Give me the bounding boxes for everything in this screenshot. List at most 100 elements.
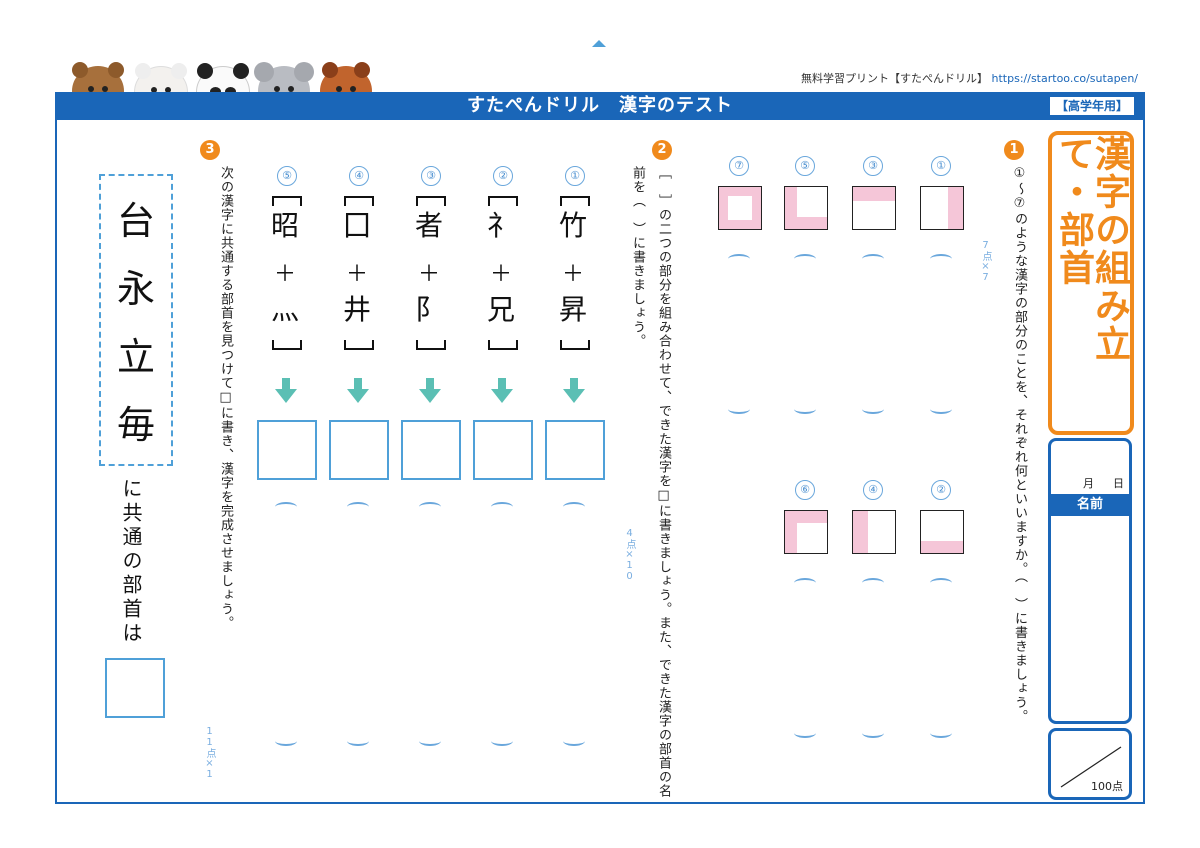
q1-item-6-diagram [784, 510, 828, 554]
q1-item-7-answer-open[interactable] [728, 254, 750, 264]
q2-item-3-part-a: 者 [414, 209, 443, 242]
q2-item-1-radical-open[interactable] [563, 502, 585, 512]
q1-item-5-answer-close [794, 404, 816, 414]
q3-kanji-4: 毎 [116, 403, 155, 447]
q1-item-3-number: ③ [863, 156, 883, 176]
q1-points: 7点×7 [980, 240, 991, 283]
q2-item-5-answer-box[interactable] [257, 420, 317, 480]
q2-item-5-part-b: 灬 [270, 293, 299, 326]
q1-item-3-answer-open[interactable] [862, 254, 884, 264]
q2-item-3-bracket-open [416, 196, 446, 206]
q3-number: 3 [200, 140, 220, 160]
score-box[interactable]: 100点 [1048, 728, 1132, 800]
q3-answer-box[interactable] [105, 658, 165, 718]
q2-item-2-radical-close [491, 736, 513, 746]
q2-item-3-number: ③ [421, 166, 441, 186]
q1-item-2-answer-open[interactable] [930, 578, 952, 588]
q2-item-3-radical-open[interactable] [419, 502, 441, 512]
q2-item-4-part-b: 井 [342, 293, 371, 326]
score-total: 100点 [1091, 780, 1123, 793]
q2-item-5-radical-open[interactable] [275, 502, 297, 512]
q1-item-2-number: ② [931, 480, 951, 500]
worksheet-frame [55, 118, 1145, 804]
q2-item-3-plus: ＋ [417, 262, 440, 287]
q3-kanji-2: 永 [116, 267, 155, 311]
q3-kanji-box [99, 174, 173, 466]
site-credit: 無料学習プリント【すたぺんドリル】 https://startoo.co/sut… [801, 70, 1138, 86]
q1-item-5-diagram [784, 186, 828, 230]
q1-item-4-answer-close [862, 728, 884, 738]
q2-item-5-part-a: 昭 [270, 209, 299, 242]
q1-item-7-number: ⑦ [729, 156, 749, 176]
q2-item-2-answer-box[interactable] [473, 420, 533, 480]
q1-item-3-diagram [852, 186, 896, 230]
header-title: すたぺんドリル 漢字のテスト [467, 95, 733, 116]
q2-item-4-bracket-open [344, 196, 374, 206]
q2-item-1-down-arrow-icon [563, 378, 585, 403]
q2-number: 2 [652, 140, 672, 160]
q3-points: 11点×1 [204, 726, 215, 780]
name-box: 月 日 名前 [1048, 438, 1132, 724]
q2-item-1-bracket-close [560, 340, 590, 350]
q2-item-5-plus: ＋ [273, 262, 296, 287]
sheet-title-box: 漢字の組み立て・部首 [1048, 131, 1134, 435]
q2-item-3-radical-close [419, 736, 441, 746]
q1-item-2-diagram [920, 510, 964, 554]
month-label: 月 [1083, 477, 1094, 490]
q2-item-4-down-arrow-icon [347, 378, 369, 403]
q1-item-5-answer-open[interactable] [794, 254, 816, 264]
q1-number: 1 [1004, 140, 1024, 160]
q1-item-1-answer-close [930, 404, 952, 414]
q2-item-1-number: ① [565, 166, 585, 186]
q2-item-4-radical-open[interactable] [347, 502, 369, 512]
q2-item-2-part-b: 兄 [486, 293, 515, 326]
q2-item-4-number: ④ [349, 166, 369, 186]
q2-item-5-bracket-open [272, 196, 302, 206]
q2-item-4-radical-close [347, 736, 369, 746]
q2-item-3-answer-box[interactable] [401, 420, 461, 480]
score-slash [1060, 746, 1122, 788]
q2-item-5-number: ⑤ [277, 166, 297, 186]
q3-kanji-1: 台 [116, 199, 155, 243]
q1-item-7-diagram [718, 186, 762, 230]
q2-item-3-down-arrow-icon [419, 378, 441, 403]
name-field[interactable] [1051, 516, 1129, 721]
q2-item-2-plus: ＋ [489, 262, 512, 287]
q1-instruction: ①～⑦のような漢字の部分のことを、それぞれ何といいますか。（ ）に書きましょう。 [1012, 166, 1027, 724]
q1-item-4-number: ④ [863, 480, 883, 500]
q1-item-1-answer-open[interactable] [930, 254, 952, 264]
q3-answer-prompt: に共通の部首は [119, 478, 143, 646]
q2-item-2-number: ② [493, 166, 513, 186]
q2-item-2-part-a: 礻 [486, 209, 515, 242]
q1-item-4-answer-open[interactable] [862, 578, 884, 588]
q2-item-5-down-arrow-icon [275, 378, 297, 403]
q1-item-6-number: ⑥ [795, 480, 815, 500]
q2-points: 4点×10 [624, 528, 635, 582]
q2-item-5-bracket-close [272, 340, 302, 350]
q2-item-2-radical-open[interactable] [491, 502, 513, 512]
q2-item-1-answer-box[interactable] [545, 420, 605, 480]
name-label: 名前 [1051, 494, 1129, 516]
header-bar [55, 92, 1145, 120]
q2-item-1-bracket-open [560, 196, 590, 206]
day-label: 日 [1113, 477, 1124, 490]
q1-item-7-answer-close [728, 404, 750, 414]
q2-item-4-answer-box[interactable] [329, 420, 389, 480]
q2-item-4-plus: ＋ [345, 262, 368, 287]
q2-item-4-part-a: 囗 [342, 209, 371, 242]
q2-item-1-part-b: 昇 [558, 293, 587, 326]
sheet-title: 漢字の組み立て・部首 [1053, 135, 1130, 363]
site-url[interactable]: https://startoo.co/sutapen/ [991, 72, 1138, 85]
q2-item-1-part-a: 竹 [558, 209, 587, 242]
q2-instruction: ［ ］の二つの部分を組み合わせて、できた漢字を□に書きましょう。また、できた漢字… [630, 166, 671, 798]
q2-item-2-bracket-close [488, 340, 518, 350]
q3-kanji-3: 立 [116, 335, 155, 379]
q3-instruction: 次の漢字に共通する部首を見つけて□に書き、漢字を完成させましょう。 [218, 166, 233, 630]
q1-item-3-answer-close [862, 404, 884, 414]
q2-item-3-bracket-close [416, 340, 446, 350]
q1-item-6-answer-open[interactable] [794, 578, 816, 588]
grade-badge: 【高学年用】 [1049, 97, 1134, 115]
q2-item-3-part-b: 阝 [414, 293, 443, 326]
q1-item-2-answer-close [930, 728, 952, 738]
q2-item-1-plus: ＋ [561, 262, 584, 287]
